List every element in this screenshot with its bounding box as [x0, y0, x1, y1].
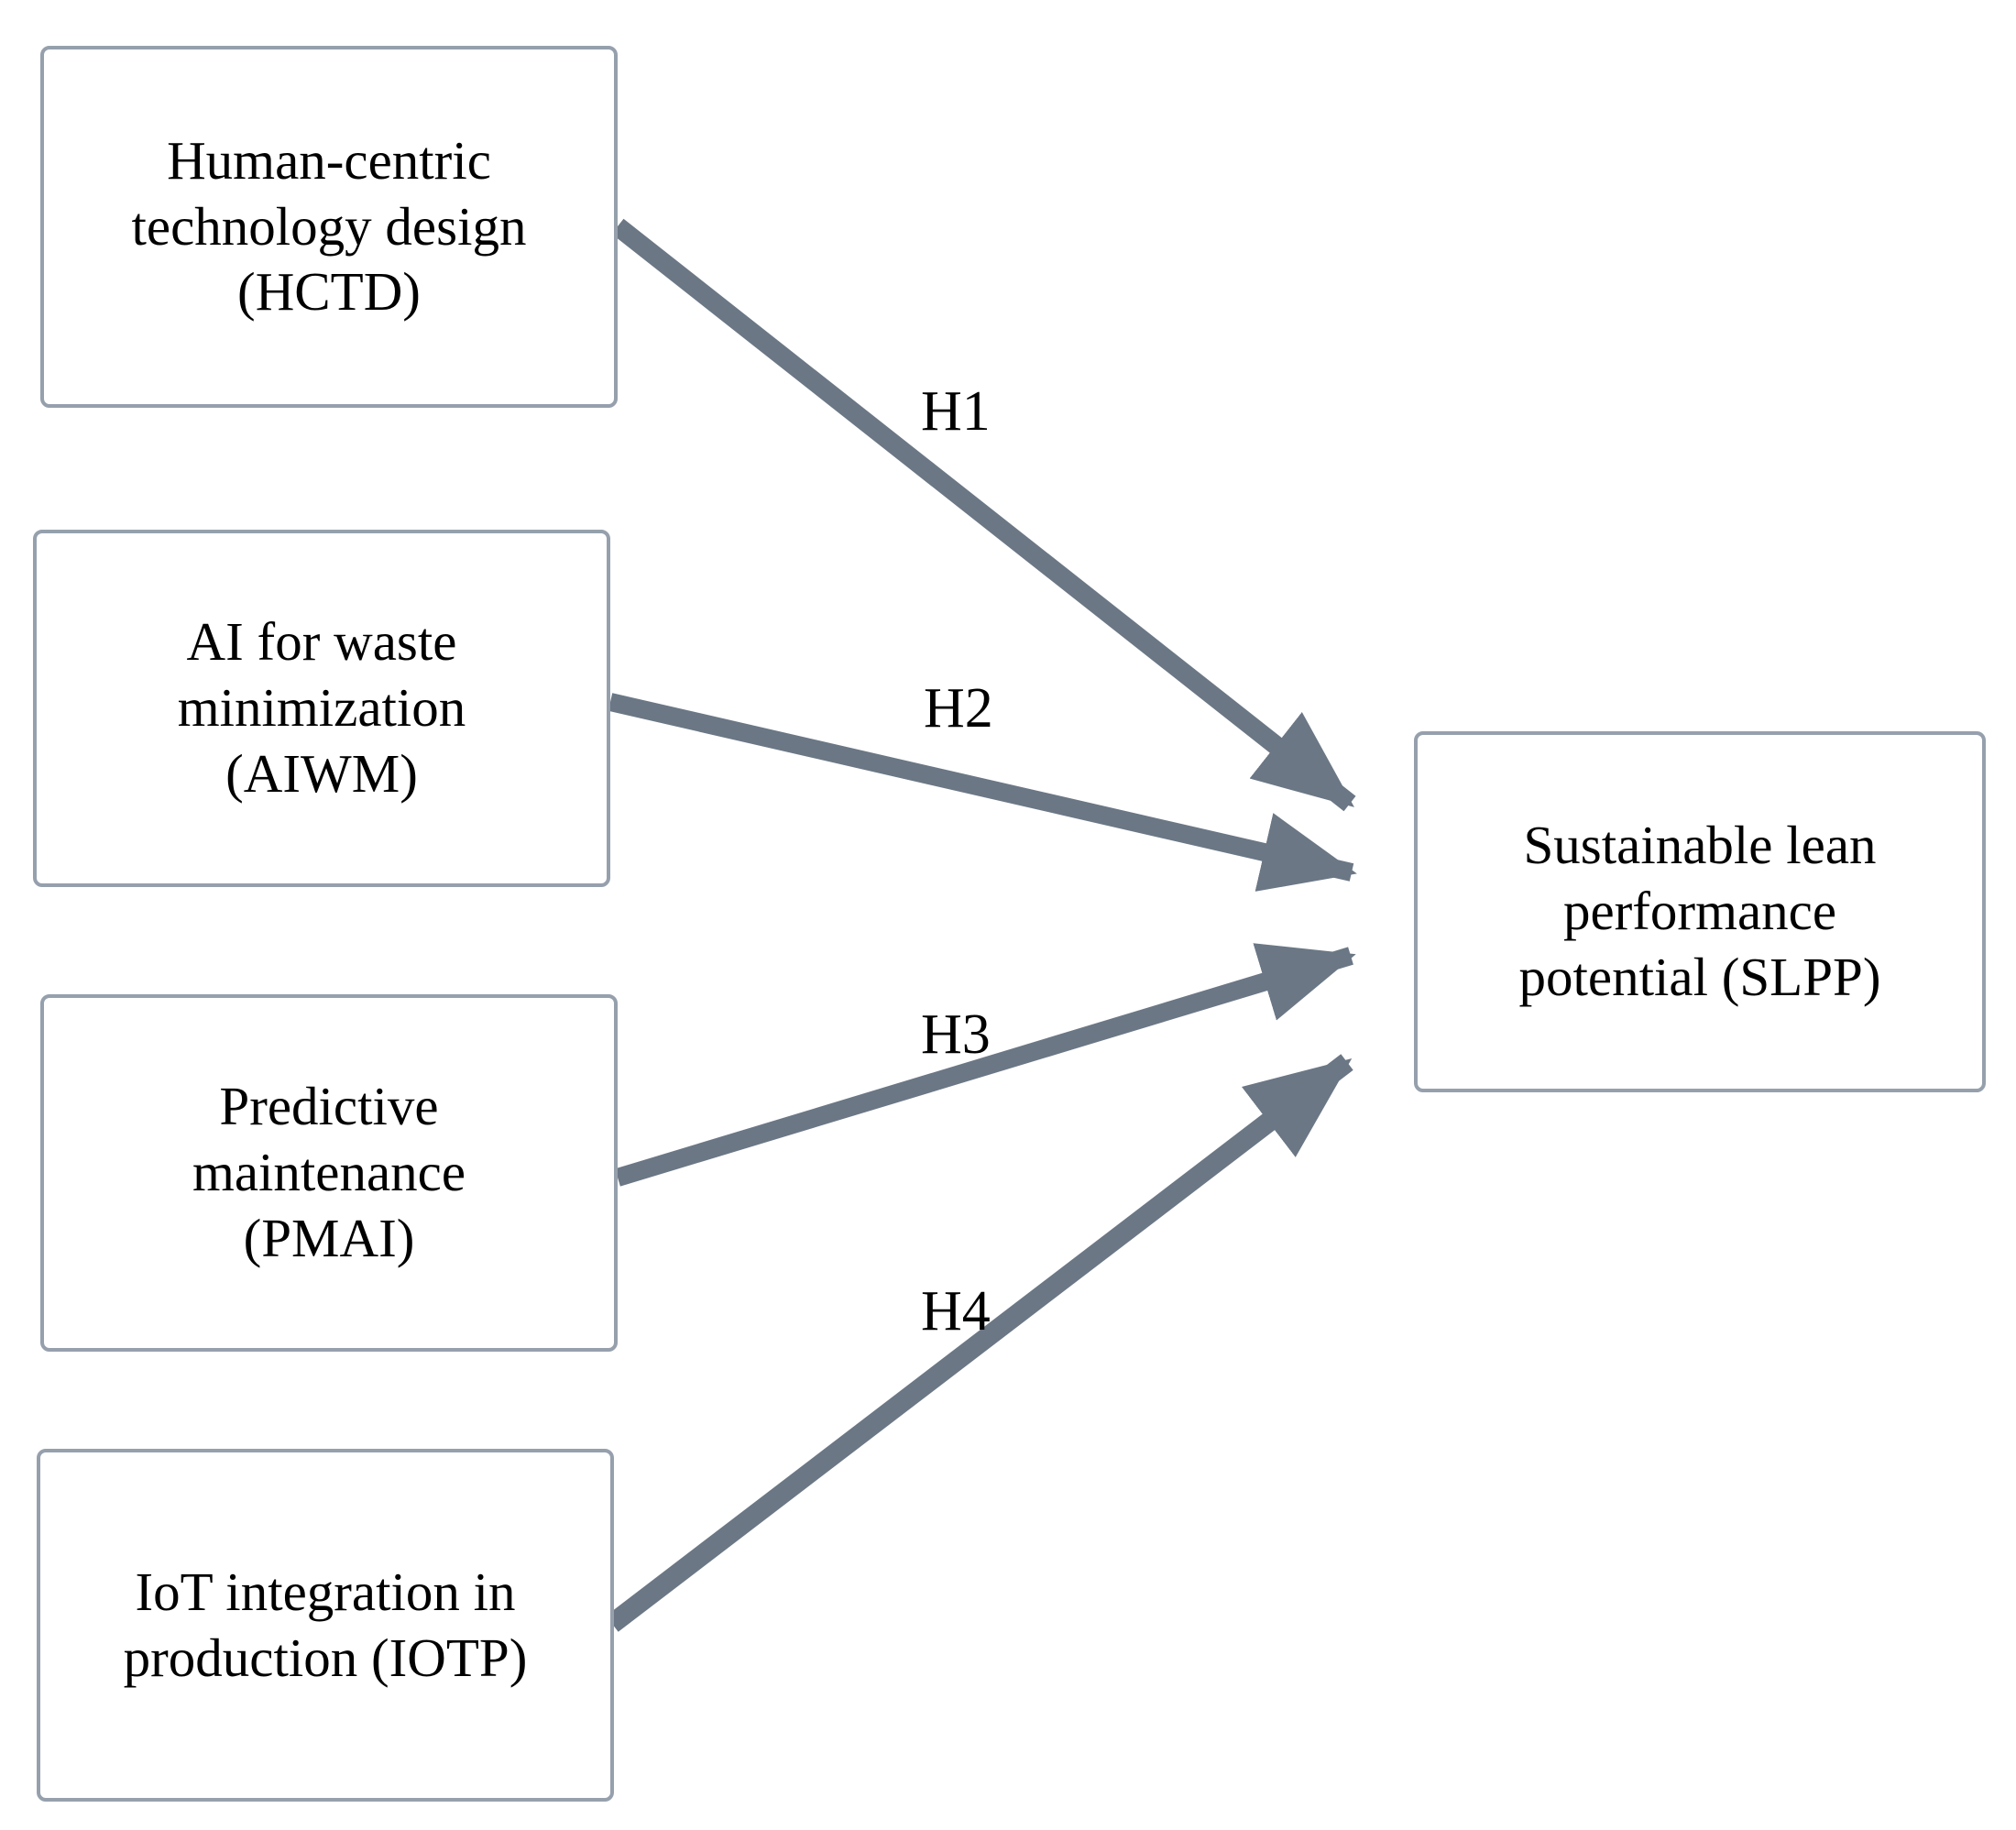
node-hctd[interactable]: Human-centric technology design (HCTD): [40, 46, 618, 408]
hypothesis-label-h4: H4: [921, 1280, 991, 1342]
edge-h4: [606, 1054, 1353, 1632]
node-aiwm[interactable]: AI for waste minimization (AIWM): [33, 530, 610, 887]
node-pmai-label: Predictive maintenance (PMAI): [192, 1076, 466, 1268]
node-hctd-label: Human-centric technology design (HCTD): [131, 129, 527, 323]
node-iotp[interactable]: IoT integration in production (IOTP): [37, 1449, 614, 1802]
edge-h3: [615, 943, 1356, 1187]
node-slpp-label: Sustainable lean performance potential (…: [1518, 815, 1881, 1007]
hypothesis-label-h3: H3: [921, 1003, 991, 1066]
node-aiwm-label: AI for waste minimization (AIWM): [177, 611, 466, 804]
hypothesis-label-h2: H2: [924, 677, 993, 740]
node-iotp-label: IoT integration in production (IOTP): [123, 1561, 528, 1688]
hypothesis-label-h1: H1: [921, 380, 991, 443]
node-pmai[interactable]: Predictive maintenance (PMAI): [40, 994, 618, 1352]
node-slpp[interactable]: Sustainable lean performance potential (…: [1414, 731, 1986, 1092]
